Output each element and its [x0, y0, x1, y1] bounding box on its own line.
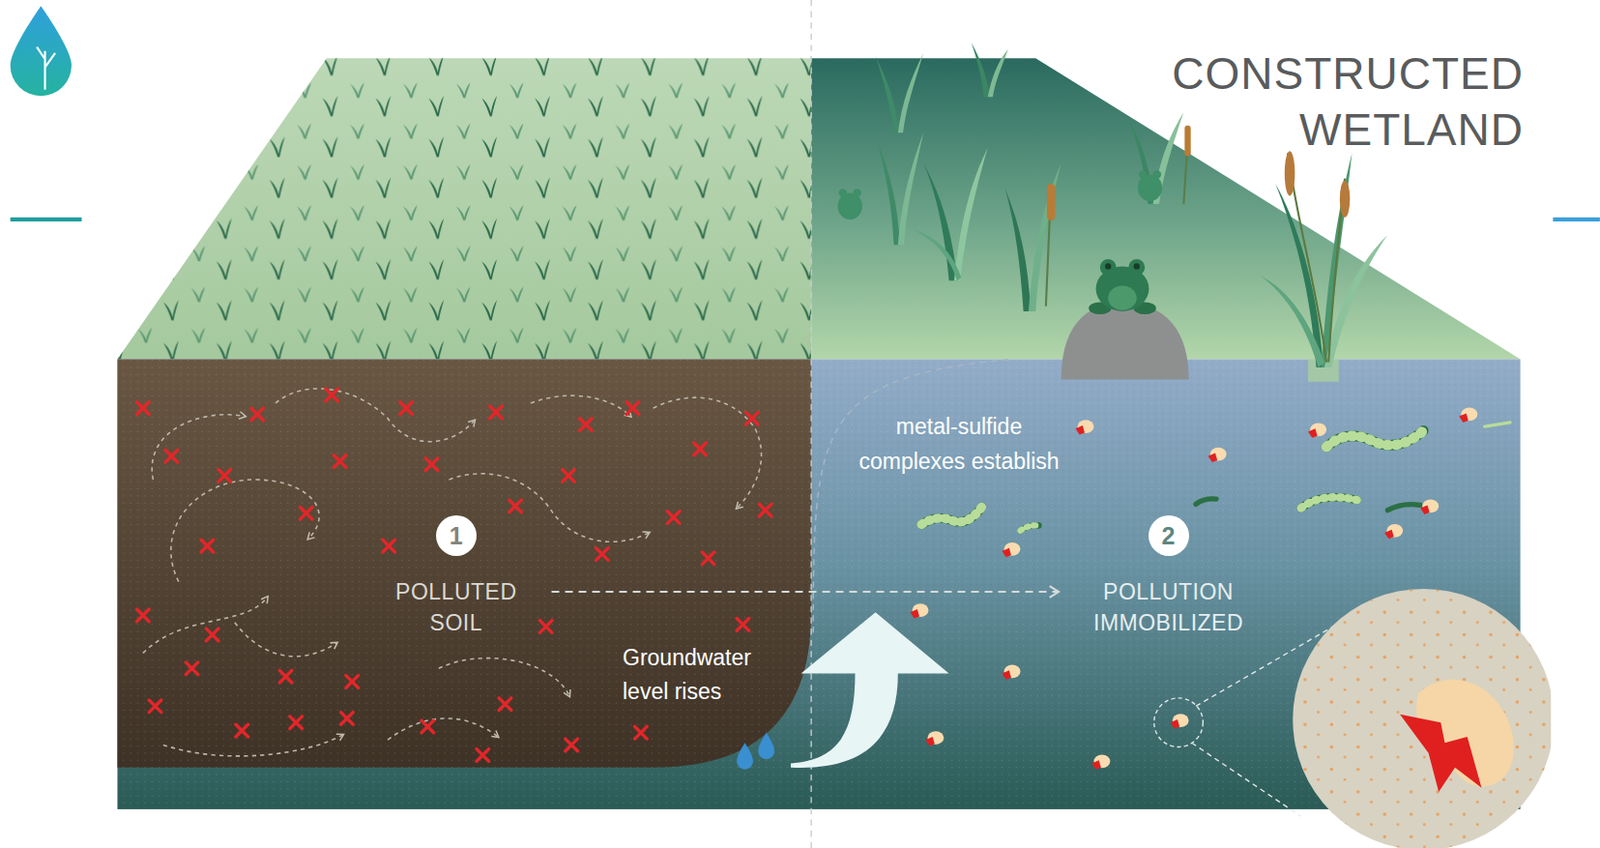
callout-number: 2	[1162, 523, 1176, 549]
logo-drop	[10, 5, 72, 96]
soil-texture	[116, 358, 812, 767]
flow-connector	[552, 590, 1060, 593]
section-divider	[810, 0, 812, 848]
step-node: 1POLLUTED SOIL	[360, 515, 552, 639]
small-frogs	[838, 170, 1164, 220]
rule-right	[1552, 217, 1600, 222]
annotation-block: metal-sulfide complexes establish	[847, 408, 1071, 479]
soil-section	[116, 358, 812, 767]
annotation-label: Groundwater level rises	[622, 640, 768, 709]
rule-left	[10, 217, 83, 222]
pollutant-marks	[137, 388, 772, 761]
callout-number: 1	[449, 523, 464, 549]
stage-label: POLLUTION IMMOBILIZED	[1093, 576, 1244, 639]
grass-tufts	[116, 58, 812, 359]
frog-on-rock	[1061, 259, 1190, 380]
step-node: 2POLLUTION IMMOBILIZED	[1058, 515, 1279, 639]
title-block: CONSTRUCTED WETLAND	[1171, 45, 1524, 158]
groundwater-arrow	[790, 611, 950, 768]
annotation-label: metal-sulfide complexes establish	[847, 408, 1071, 479]
grass-surface	[116, 58, 812, 359]
wetland-surface	[811, 58, 1520, 359]
stage-label: POLLUTED SOIL	[395, 576, 517, 639]
annotation-block: Groundwater level rises	[622, 640, 768, 709]
water-drops	[736, 732, 775, 770]
diagram-title: CONSTRUCTED WETLAND	[1171, 45, 1524, 158]
step-circle: 1	[436, 515, 477, 556]
step-circle: 2	[1148, 515, 1190, 556]
